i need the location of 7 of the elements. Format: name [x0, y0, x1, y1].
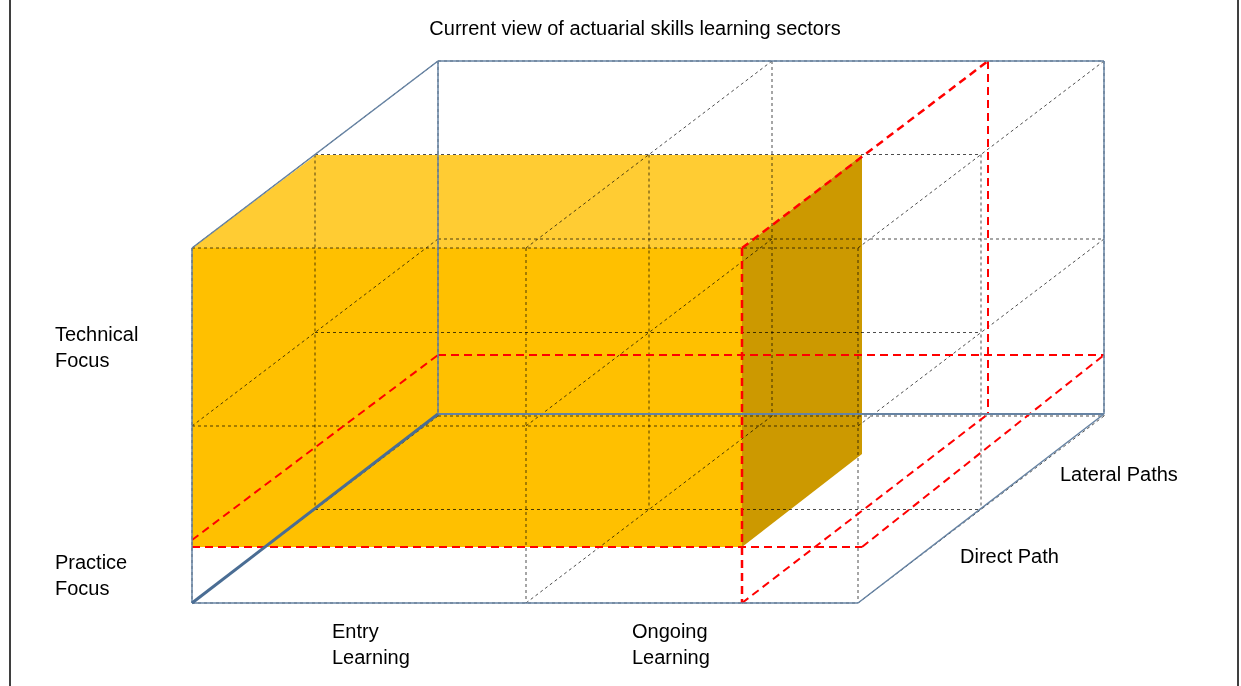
axis-label: Entry Learning — [332, 619, 411, 670]
diagram-title: Current view of actuarial skills learning sectors — [428, 16, 842, 41]
axis-label: Technical Focus — [55, 322, 140, 373]
axis-label: Direct Path — [960, 544, 1060, 569]
axis-label: Practice Focus — [55, 550, 129, 601]
axis-label: Lateral Paths — [1060, 462, 1179, 487]
axis-label: Ongoing Learning — [632, 619, 711, 670]
